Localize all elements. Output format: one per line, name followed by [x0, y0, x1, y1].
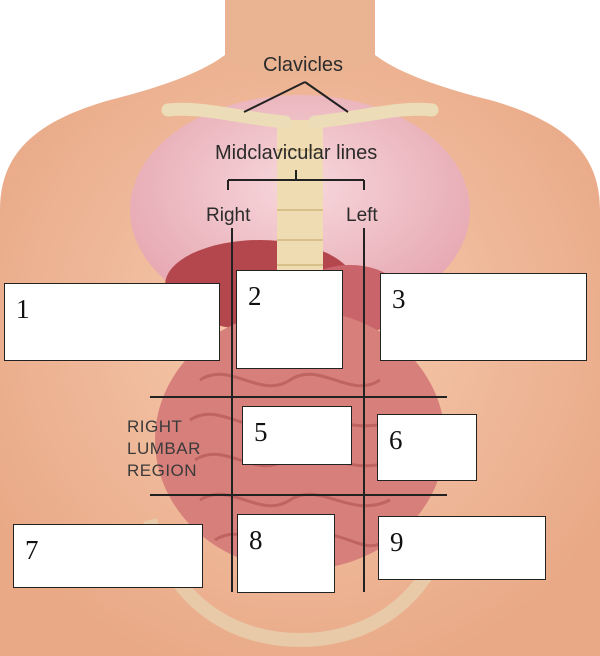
box-number: 9 — [390, 527, 404, 558]
region-line-3: REGION — [127, 460, 201, 482]
box-number: 2 — [248, 281, 262, 312]
clavicles-label: Clavicles — [263, 54, 343, 77]
box-number: 7 — [25, 535, 39, 566]
answer-box-9[interactable]: 9 — [378, 516, 546, 580]
answer-box-2[interactable]: 2 — [236, 270, 343, 369]
answer-box-5[interactable]: 5 — [242, 406, 352, 465]
answer-box-8[interactable]: 8 — [237, 514, 335, 593]
right-label: Right — [206, 205, 250, 227]
midclavicular-lines-label: Midclavicular lines — [215, 142, 377, 165]
box-number: 8 — [249, 525, 263, 556]
answer-box-6[interactable]: 6 — [377, 414, 477, 481]
right-lumbar-region-label: RIGHT LUMBAR REGION — [127, 416, 201, 482]
box-number: 5 — [254, 417, 268, 448]
box-number: 1 — [16, 294, 30, 325]
region-line-2: LUMBAR — [127, 438, 201, 460]
box-number: 6 — [389, 425, 403, 456]
answer-box-1[interactable]: 1 — [4, 283, 220, 361]
left-label: Left — [346, 205, 378, 227]
answer-box-7[interactable]: 7 — [13, 524, 203, 588]
box-number: 3 — [392, 284, 406, 315]
answer-box-3[interactable]: 3 — [380, 273, 587, 361]
region-line-1: RIGHT — [127, 416, 201, 438]
